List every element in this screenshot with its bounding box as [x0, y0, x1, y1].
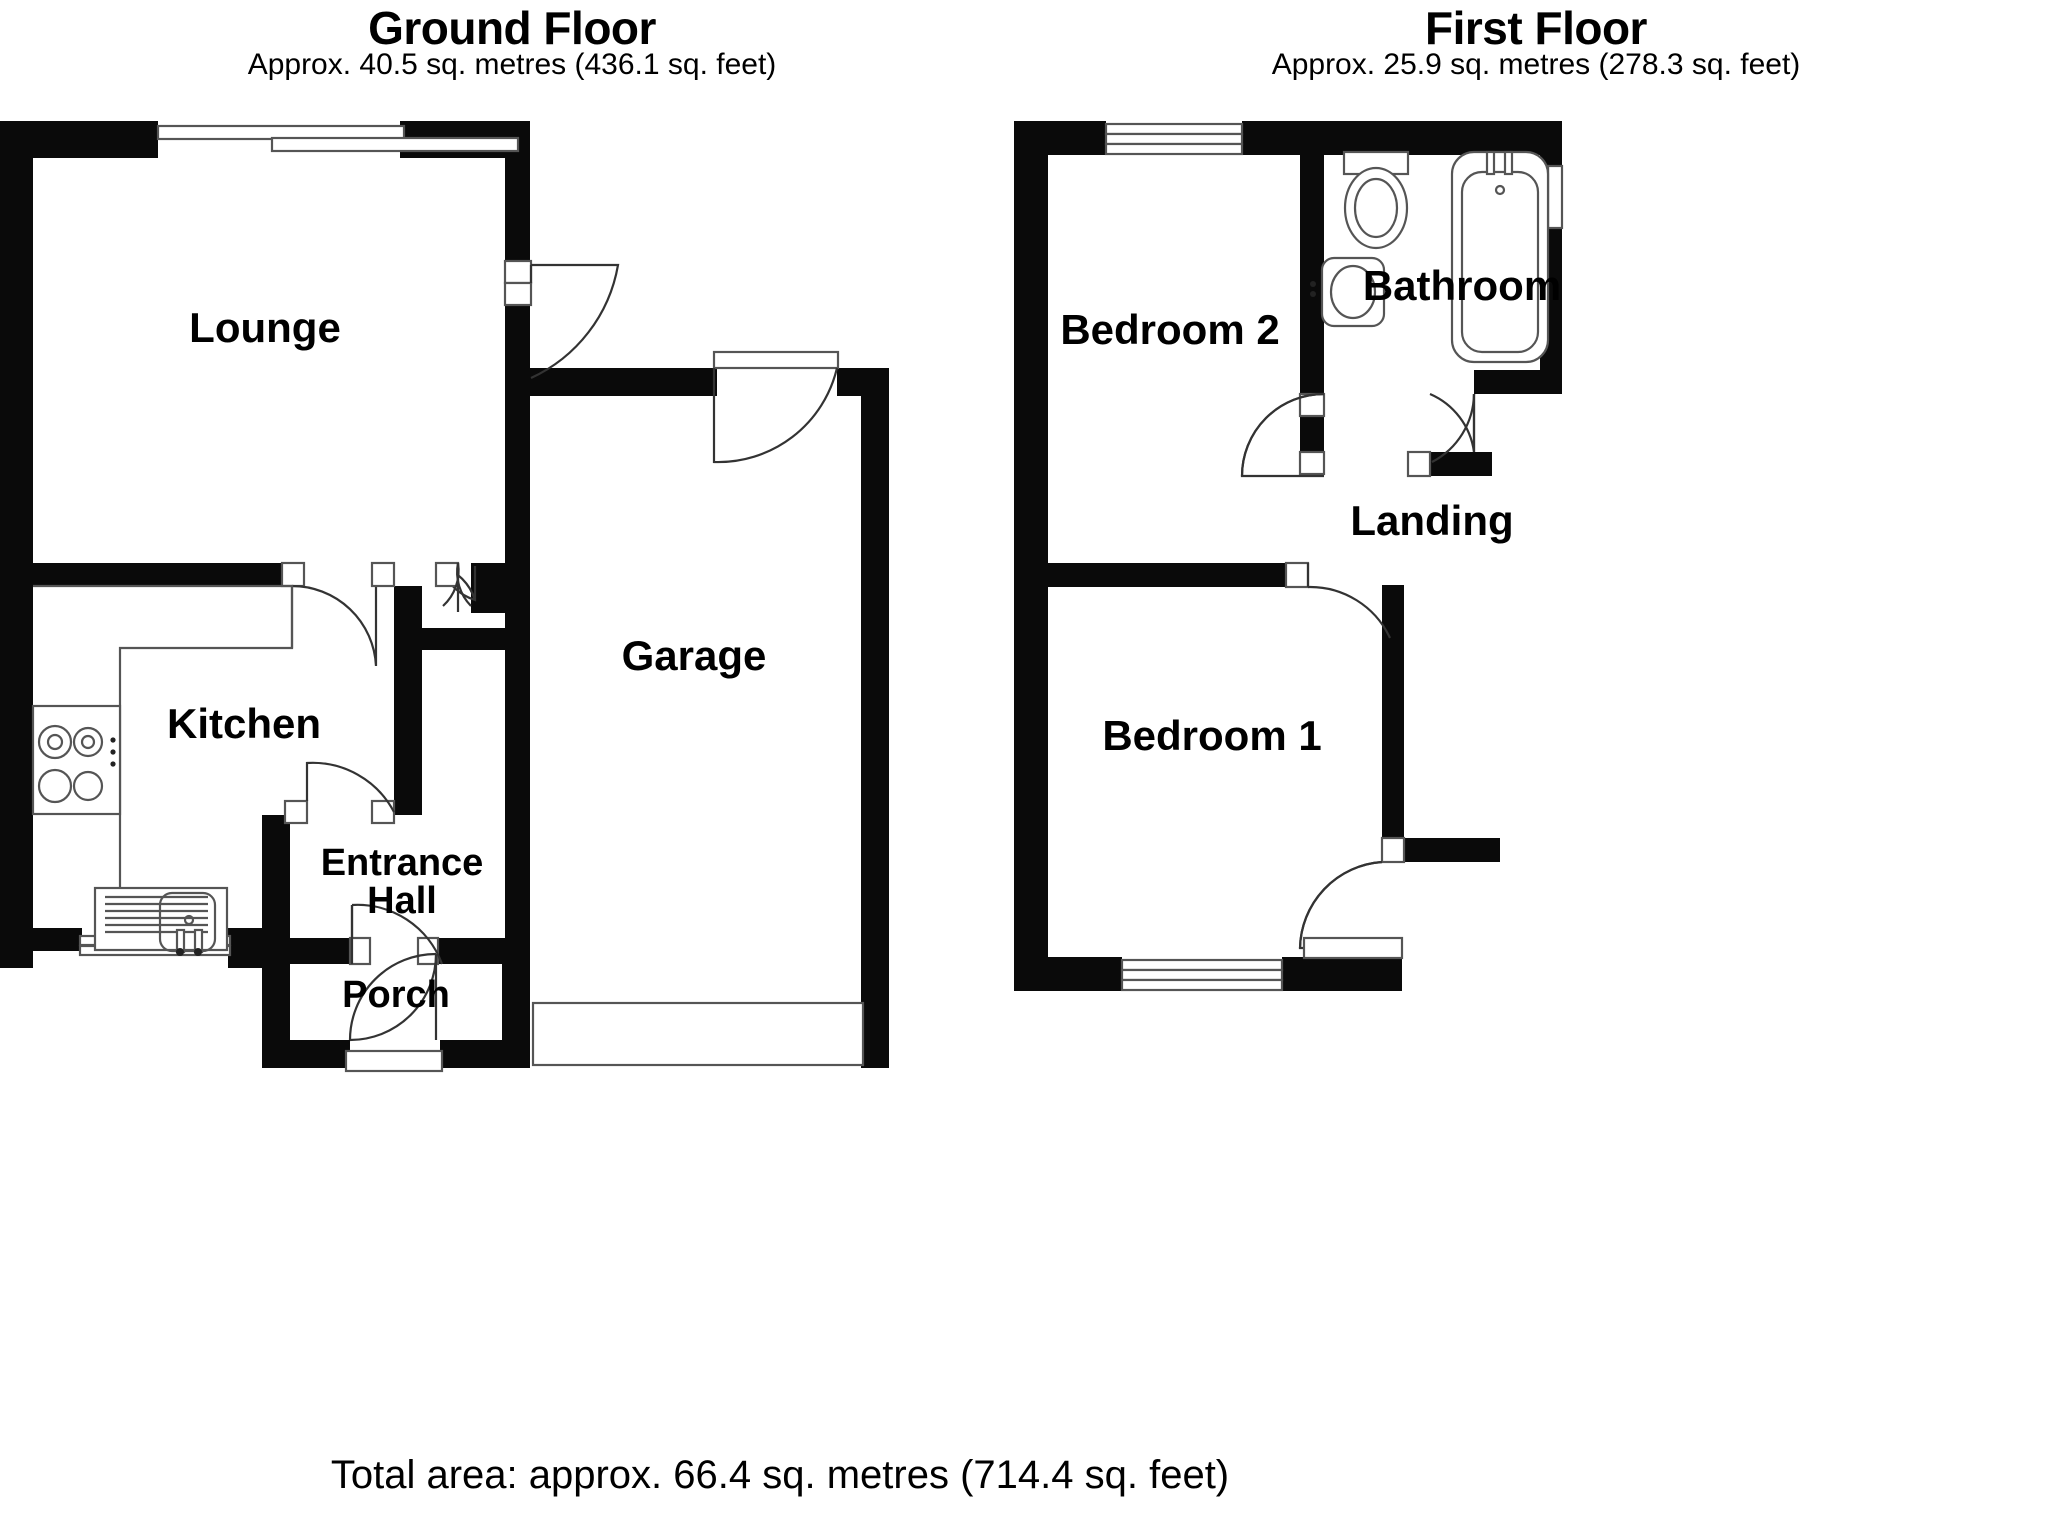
bedroom1-rear-window	[1120, 958, 1284, 992]
landing-stairs-door	[1298, 836, 1406, 960]
room-label-entrance-hall-line2: Hall	[367, 880, 437, 922]
room-label-garage: Garage	[622, 632, 767, 679]
hall-to-porch-door	[348, 903, 444, 966]
ground-walls	[0, 121, 889, 1068]
bedroom1-door	[1284, 561, 1391, 639]
first-floor-area-text: Approx. 25.9 sq. metres (278.3 sq. feet)	[1271, 48, 1801, 81]
room-label-landing: Landing	[1350, 497, 1513, 544]
hob-icon	[31, 704, 122, 816]
room-label-entrance-hall-line1: Entrance	[321, 842, 484, 884]
kitchen-to-hall-door	[370, 561, 477, 612]
porch-front-door	[344, 952, 444, 1073]
bedroom2-front-window	[1104, 122, 1244, 156]
lounge-to-kitchen-door	[280, 561, 378, 667]
wash-basin-icon	[1310, 256, 1386, 328]
wc-icon	[1342, 150, 1410, 250]
room-label-kitchen: Kitchen	[167, 700, 321, 747]
ground-floor-title: Ground Floor	[368, 2, 656, 54]
first-floor-title: First Floor	[1425, 2, 1647, 54]
room-label-lounge: Lounge	[189, 304, 341, 351]
garage-side-window	[712, 350, 840, 370]
sink-icon	[93, 886, 229, 956]
bath-icon	[1450, 150, 1550, 364]
hall-door-lower	[283, 761, 396, 825]
ground-floor-area-text: Approx. 40.5 sq. metres (436.1 sq. feet)	[247, 48, 777, 81]
lounge-to-hall-door	[503, 259, 620, 379]
total-area-text: Total area: approx. 66.4 sq. metres (714…	[330, 1453, 1230, 1497]
room-label-bathroom: Bathroom	[1363, 262, 1561, 309]
garage-up-and-over-door	[531, 1001, 865, 1067]
bathroom-door	[1406, 392, 1476, 478]
bedroom2-door	[1240, 392, 1326, 478]
room-label-bedroom-2: Bedroom 2	[1060, 306, 1279, 353]
lounge-front-window	[156, 124, 520, 153]
hall-to-garage-door	[712, 367, 839, 464]
room-label-porch: Porch	[342, 974, 450, 1016]
room-label-bedroom-1: Bedroom 1	[1102, 712, 1321, 759]
